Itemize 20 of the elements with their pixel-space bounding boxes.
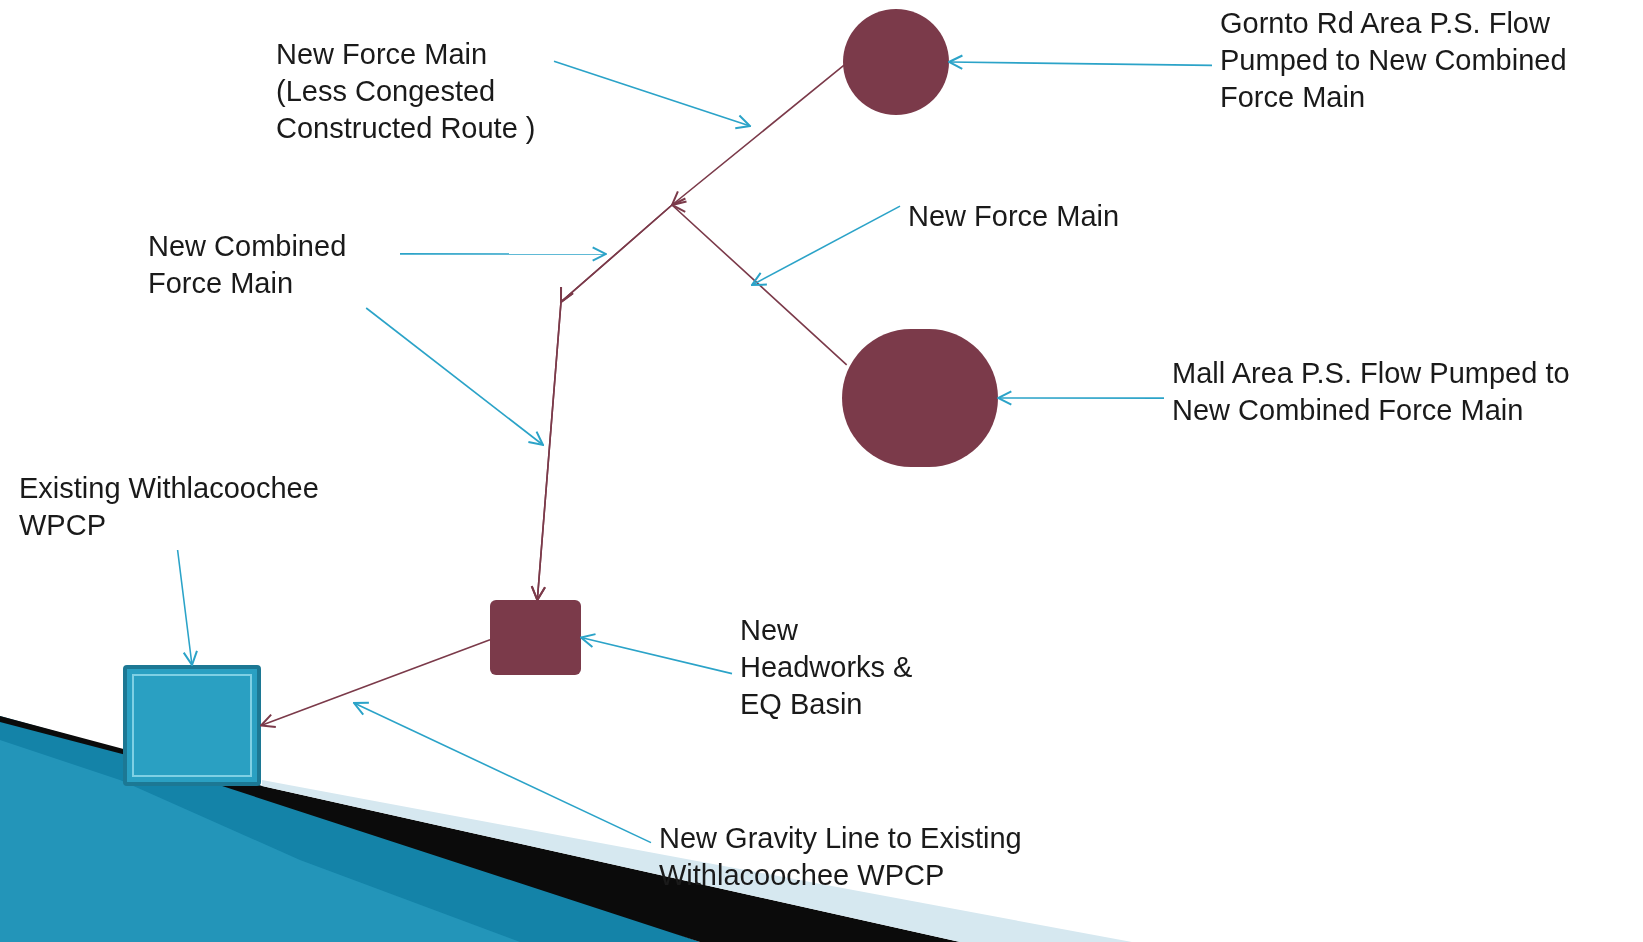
leader-line: [751, 205, 901, 286]
leader-line: [580, 633, 733, 675]
callout-text: New Force Main (Less Congested Constructed Route ): [276, 37, 537, 147]
pipe-arrow: [530, 197, 848, 601]
callout-text: New Combined Force Main: [148, 229, 348, 302]
leader-line: [176, 549, 198, 666]
leader-line: [365, 307, 544, 446]
callout-text: New Headworks & EQ Basin: [740, 613, 914, 723]
treatment-plant-box: [123, 665, 261, 786]
pipe-arrow: [260, 638, 491, 729]
headworks-box: [490, 600, 581, 675]
leader-line: [997, 390, 1165, 406]
callout-text: Mall Area P.S. Flow Pumped to New Combined Force Main: [1172, 356, 1571, 429]
leader-line: [948, 54, 1213, 70]
leader-line: [399, 246, 607, 262]
callout-text: Existing Withlacoochee WPCP: [19, 471, 320, 544]
leader-line: [353, 701, 652, 844]
callout-text: Gornto Rd Area P.S. Flow Pumped to New Combined Force Main: [1220, 6, 1568, 116]
callout-text: New Force Main: [908, 199, 1121, 234]
leader-line: [553, 60, 751, 130]
